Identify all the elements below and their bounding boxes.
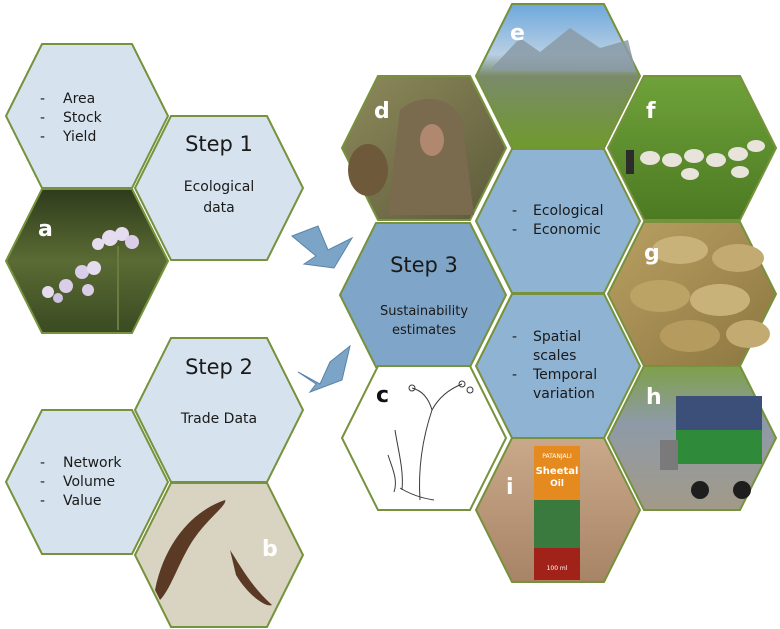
scale-list-bullet-0: - [512, 329, 517, 345]
step1-list-bullet-0: - [40, 91, 45, 107]
mountain-range [490, 28, 636, 72]
scale-list-item-0: Spatial [533, 329, 581, 345]
hex-step1 [133, 115, 305, 261]
label-b: b [262, 537, 278, 562]
step2-list-bullet-1: - [40, 474, 45, 490]
scale-list-item-1: scales [533, 348, 576, 364]
truck [660, 396, 762, 499]
label-d: d [374, 99, 390, 124]
product-name-line1: Sheetal [536, 466, 579, 477]
flower-cluster [42, 227, 139, 330]
label-f: f [646, 99, 656, 124]
label-a: a [38, 217, 53, 242]
step1-title: Step 1 [185, 132, 253, 156]
step3-subtitle-line1: Sustainability [380, 304, 468, 319]
hex-step2-list [4, 409, 170, 555]
scale-list-item-2: Temporal [532, 367, 597, 383]
sheep-flock [626, 140, 765, 180]
label-i: i [506, 475, 514, 500]
botanical-sketch [387, 380, 474, 501]
label-c: c [376, 383, 389, 408]
label-h: h [646, 385, 662, 410]
step1-subtitle-line2: data [203, 200, 235, 216]
root-sample [155, 500, 272, 606]
scale-list-item-3: variation [533, 386, 595, 402]
step2-subtitle: Trade Data [180, 411, 257, 427]
eco-list-item-1: Economic [533, 222, 601, 238]
step3-title: Step 3 [390, 253, 458, 277]
step1-list-item-2: Yield [62, 129, 96, 145]
step2-list-bullet-2: - [40, 493, 45, 509]
step2-list-item-2: Value [63, 493, 101, 509]
photo-b-roots [133, 482, 305, 628]
step2-list-item-0: Network [63, 455, 122, 471]
label-g: g [644, 241, 660, 266]
step1-list-item-0: Area [63, 91, 95, 107]
step1-list-item-1: Stock [63, 110, 103, 126]
eco-list-bullet-1: - [512, 222, 517, 238]
harvester-figure [348, 98, 474, 215]
product-brand: PATANJALI [542, 453, 572, 460]
hex-step3 [338, 222, 508, 368]
arrow-step1-to-step3 [291, 225, 354, 269]
step1-subtitle-line1: Ecological [184, 179, 255, 195]
product-name-line2: Oil [550, 479, 564, 489]
photo-a-flowers [4, 188, 170, 334]
step1-list-bullet-1: - [40, 110, 45, 126]
oil-bottle-box [534, 446, 580, 580]
step3-subtitle-line2: estimates [392, 323, 456, 338]
photo-f-sheep [606, 75, 778, 221]
step2-list-bullet-0: - [40, 455, 45, 471]
hex-scales [474, 293, 642, 439]
label-e: e [510, 21, 525, 46]
sack-pile [630, 236, 770, 352]
eco-list-item-0: Ecological [533, 203, 604, 219]
arrow-step2-to-step3 [297, 344, 351, 394]
eco-list-bullet-0: - [512, 203, 517, 219]
step2-list-item-1: Volume [63, 474, 115, 490]
scale-list-bullet-2: - [512, 367, 517, 383]
step1-list-bullet-2: - [40, 129, 45, 145]
hex-eco-econ [474, 148, 642, 294]
product-volume: 100 ml [547, 565, 568, 572]
step2-title: Step 2 [185, 355, 253, 379]
photo-e-mountains [474, 3, 642, 149]
